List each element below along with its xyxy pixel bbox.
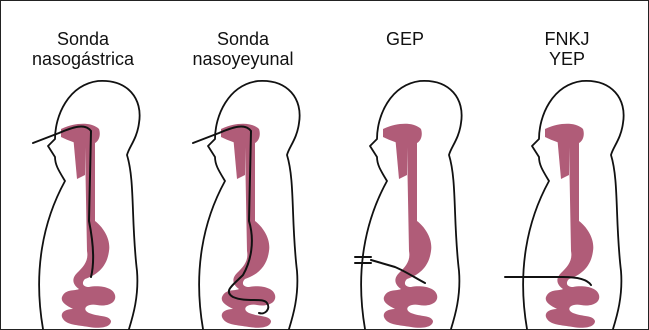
label-line: FNKJ: [487, 29, 647, 49]
label-line: nasoyeyunal: [163, 49, 323, 69]
torso-figure: [487, 71, 647, 329]
organ-airway: [557, 135, 569, 179]
label-line: YEP: [487, 49, 647, 69]
label-line: GEP: [325, 29, 485, 49]
torso-figure: [3, 71, 163, 329]
organ-tract: [383, 124, 437, 328]
jejunostomy-tube: [505, 277, 591, 285]
panel-label: Sonda nasoyeyunal: [163, 29, 323, 69]
panel-fnkj-yep: FNKJ YEP: [487, 1, 647, 329]
panel-label: GEP: [325, 29, 485, 49]
panel-nasojejunal: Sonda nasoyeyunal: [163, 1, 323, 329]
organ-airway: [233, 135, 245, 179]
label-line: Sonda: [163, 29, 323, 49]
panel-nasogastric: Sonda nasogástrica: [3, 1, 163, 329]
label-line: nasogástrica: [3, 49, 163, 69]
organ-airway: [395, 135, 407, 179]
panel-label: Sonda nasogástrica: [3, 29, 163, 69]
torso-figure: [163, 71, 323, 329]
panel-gep: GEP: [325, 1, 485, 329]
organ-tract: [221, 124, 275, 328]
panel-label: FNKJ YEP: [487, 29, 647, 69]
organ-airway: [73, 135, 85, 179]
torso-figure: [325, 71, 485, 329]
feeding-tube: [193, 127, 268, 314]
label-line: Sonda: [3, 29, 163, 49]
organ-tract: [545, 124, 599, 328]
organ-tract: [61, 124, 115, 328]
